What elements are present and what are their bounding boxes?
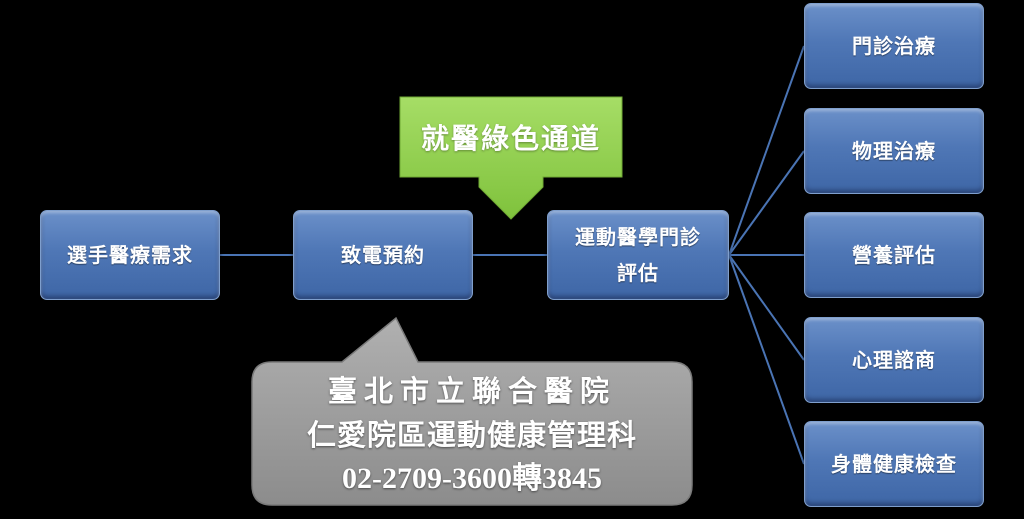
hospital-name: 臺北市立聯合醫院 bbox=[327, 374, 616, 408]
green-channel-label: 就醫綠色通道 bbox=[420, 122, 601, 155]
box-phone-appointment-label: 致電預約 bbox=[341, 243, 425, 267]
phone-number: 02-2709-3600轉3845 bbox=[342, 462, 602, 495]
service-label: 門診治療 bbox=[852, 34, 936, 58]
box-clinic-label-line1: 運動醫學門診 bbox=[575, 225, 701, 249]
box-service-counseling: 心理諮商 bbox=[804, 317, 984, 403]
green-arrow-shape bbox=[399, 96, 623, 220]
service-label: 身體健康檢查 bbox=[831, 452, 957, 476]
box-clinic-label-line2: 評估 bbox=[617, 261, 659, 285]
callout-shape bbox=[251, 316, 693, 506]
box-service-outpatient: 門診治療 bbox=[804, 3, 984, 89]
hospital-contact-callout: 臺北市立聯合醫院 仁愛院區運動健康管理科 02-2709-3600轉3845 bbox=[252, 365, 692, 505]
box-service-health-check: 身體健康檢查 bbox=[804, 421, 984, 507]
service-label: 營養評估 bbox=[852, 243, 936, 267]
department-name: 仁愛院區運動健康管理科 bbox=[306, 418, 637, 452]
box-service-physical-therapy: 物理治療 bbox=[804, 108, 984, 194]
box-service-nutrition: 營養評估 bbox=[804, 212, 984, 298]
box-sports-medicine-clinic: 運動醫學門診 評估 bbox=[547, 210, 729, 300]
box-athlete-medical-need-label: 選手醫療需求 bbox=[67, 243, 193, 267]
service-label: 心理諮商 bbox=[852, 348, 936, 372]
box-phone-appointment: 致電預約 bbox=[293, 210, 473, 300]
connector-fan bbox=[728, 45, 805, 465]
service-label: 物理治療 bbox=[852, 139, 936, 163]
box-athlete-medical-need: 選手醫療需求 bbox=[40, 210, 220, 300]
